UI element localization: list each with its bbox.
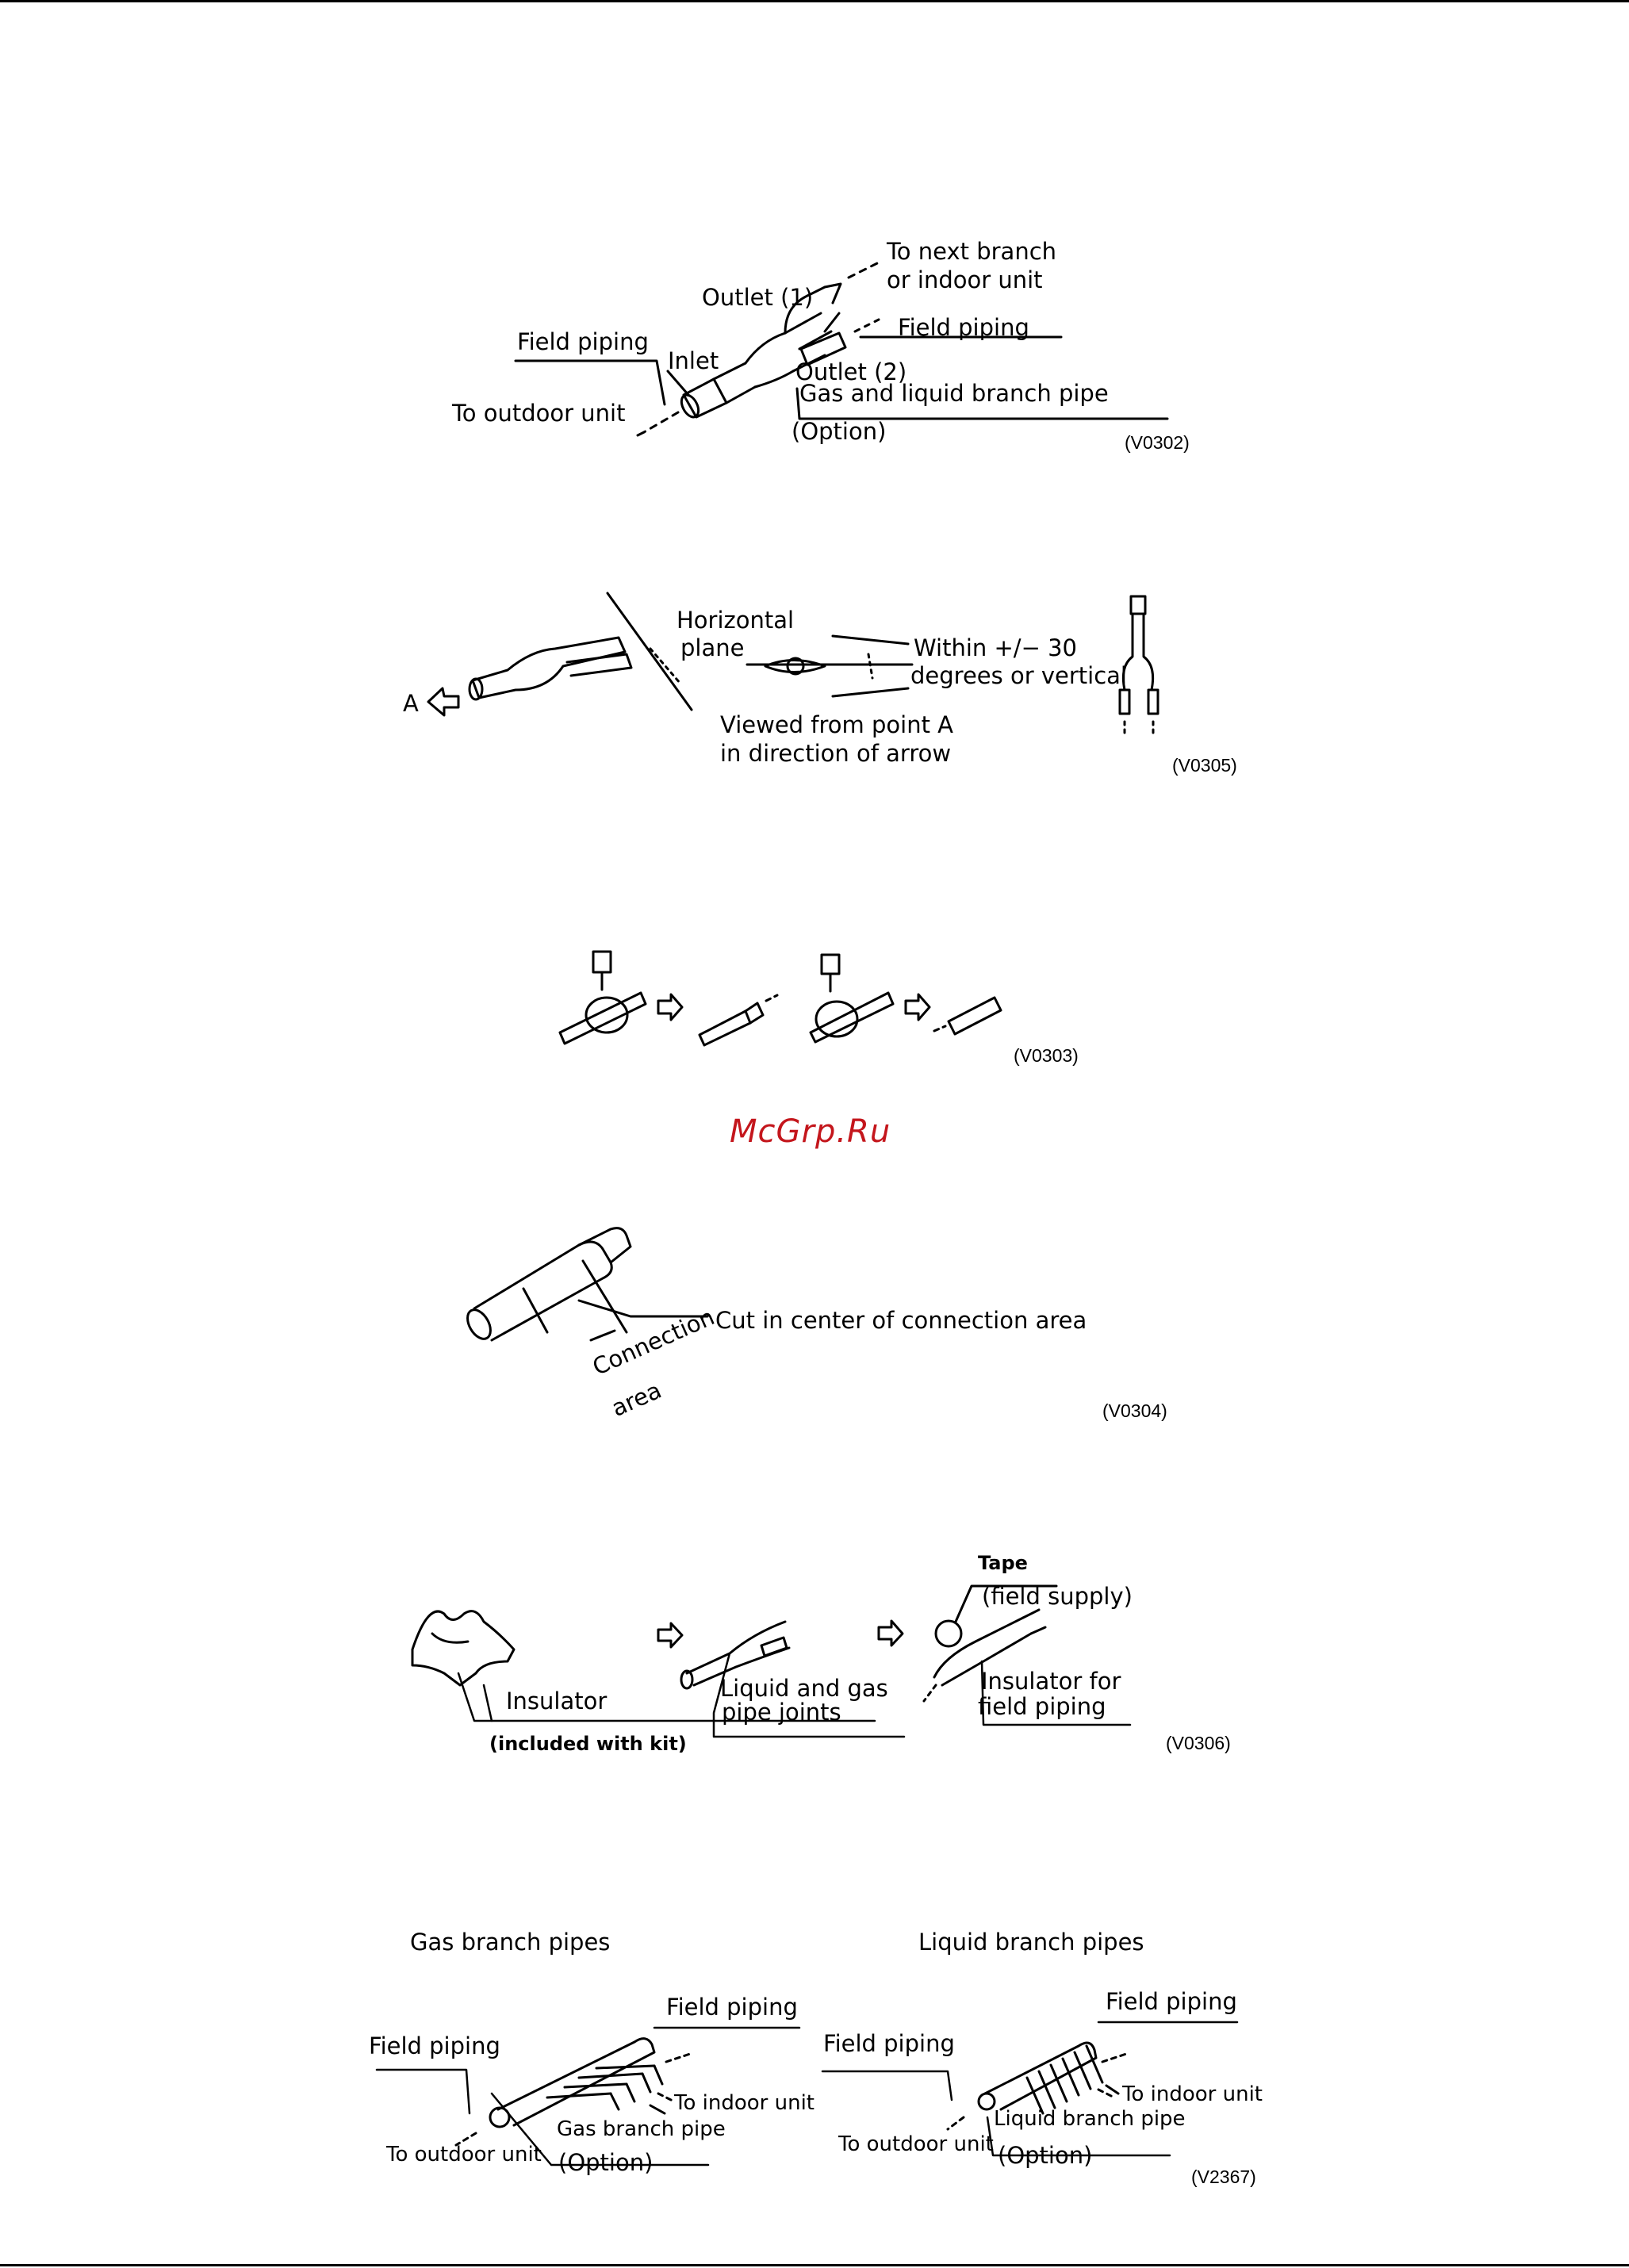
liquid-option-label: (Option) (998, 2142, 1093, 2169)
gas-liquid-branch-pipe-label: Gas and liquid branch pipe (799, 380, 1109, 407)
to-outdoor-unit-label: To outdoor unit (452, 400, 626, 427)
cut-area-drawing-v0304 (463, 1228, 707, 1343)
figure-code-v0305: (V0305) (1172, 755, 1237, 776)
tape-label: Tape (978, 1552, 1028, 1574)
figure-code-v0302: (V0302) (1125, 432, 1190, 453)
to-next-branch-label: To next branch (887, 238, 1057, 265)
gas-to-indoor-unit-label: To indoor unit (674, 2091, 814, 2115)
insulation-drawing-v0306 (412, 1586, 1130, 1737)
figure-code-v0304: (V0304) (1102, 1400, 1167, 1421)
figure-code-v2367: (V2367) (1191, 2166, 1256, 2187)
field-piping-left-label: Field piping (517, 328, 649, 355)
in-direction-label: in direction of arrow (720, 740, 952, 767)
gas-field-piping-right-label: Field piping (666, 1994, 798, 2021)
insulator-for-label: Insulator for (981, 1668, 1121, 1695)
field-supply-label: (field supply) (982, 1583, 1133, 1610)
or-indoor-unit-label: or indoor unit (887, 266, 1043, 293)
liquid-to-outdoor-unit-label: To outdoor unit (838, 2132, 994, 2156)
cut-in-center-label: Cut in center of connection area (715, 1307, 1087, 1334)
point-a-label: A (403, 690, 419, 717)
top-rule (0, 0, 1629, 2)
branch-pipe-drawing-v0302 (516, 262, 1167, 435)
liquid-field-piping-right-label: Field piping (1106, 1988, 1237, 2015)
gas-option-label: (Option) (558, 2149, 654, 2176)
outlet-1-label: Outlet (1) (702, 284, 814, 311)
liquid-and-gas-label: Liquid and gas (720, 1675, 888, 1702)
gas-header-drawing-v2367 (377, 2028, 799, 2165)
field-piping-right-label: Field piping (898, 314, 1029, 341)
gas-field-piping-left-label: Field piping (369, 2032, 500, 2059)
gas-branch-pipes-title: Gas branch pipes (410, 1929, 611, 1956)
horizontal-plane-drawing-v0305 (428, 593, 1158, 737)
inlet-label: Inlet (668, 347, 719, 374)
liquid-field-piping-left-label: Field piping (823, 2030, 955, 2057)
pipe-joints-label: pipe joints (722, 1699, 841, 1726)
within-30-label: Within +/− 30 (914, 634, 1077, 661)
field-piping-insulator-label: field piping (978, 1693, 1106, 1720)
included-with-kit-label: (included with kit) (489, 1733, 687, 1755)
degrees-or-vertical-label: degrees or vertical (910, 662, 1127, 689)
outlet-2-label: Outlet (2) (795, 358, 907, 385)
plane-label: plane (680, 634, 745, 661)
figure-code-v0306: (V0306) (1166, 1733, 1231, 1753)
gas-to-outdoor-unit-label: To outdoor unit (386, 2143, 542, 2166)
bottom-rule (0, 2264, 1629, 2266)
figure-code-v0303: (V0303) (1014, 1045, 1079, 1066)
watermark: McGrp.Ru (730, 1113, 891, 1150)
gas-branch-pipe-label: Gas branch pipe (557, 2117, 726, 2141)
liquid-to-indoor-unit-label: To indoor unit (1122, 2082, 1263, 2106)
liquid-branch-pipes-title: Liquid branch pipes (918, 1929, 1144, 1956)
horizontal-label: Horizontal (677, 607, 795, 634)
option-label: (Option) (792, 418, 887, 445)
liquid-branch-pipe-label: Liquid branch pipe (994, 2107, 1186, 2131)
liquid-header-drawing-v2367 (822, 2022, 1237, 2155)
insulator-label: Insulator (506, 1688, 608, 1714)
valve-sequence-drawing-v0303 (560, 952, 1001, 1045)
viewed-from-label: Viewed from point A (720, 711, 954, 738)
